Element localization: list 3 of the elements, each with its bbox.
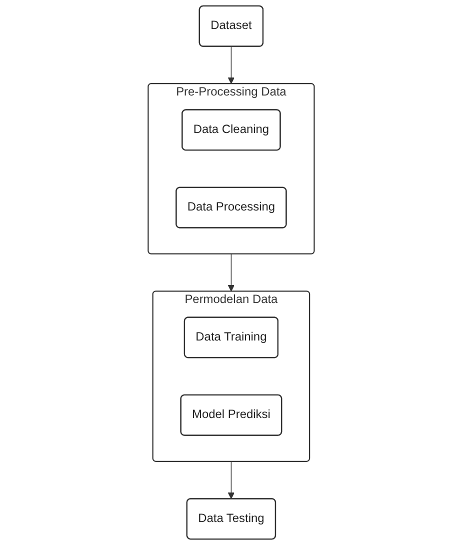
arrow [228, 461, 235, 499]
arrow [228, 46, 235, 84]
arrow [228, 253, 235, 292]
